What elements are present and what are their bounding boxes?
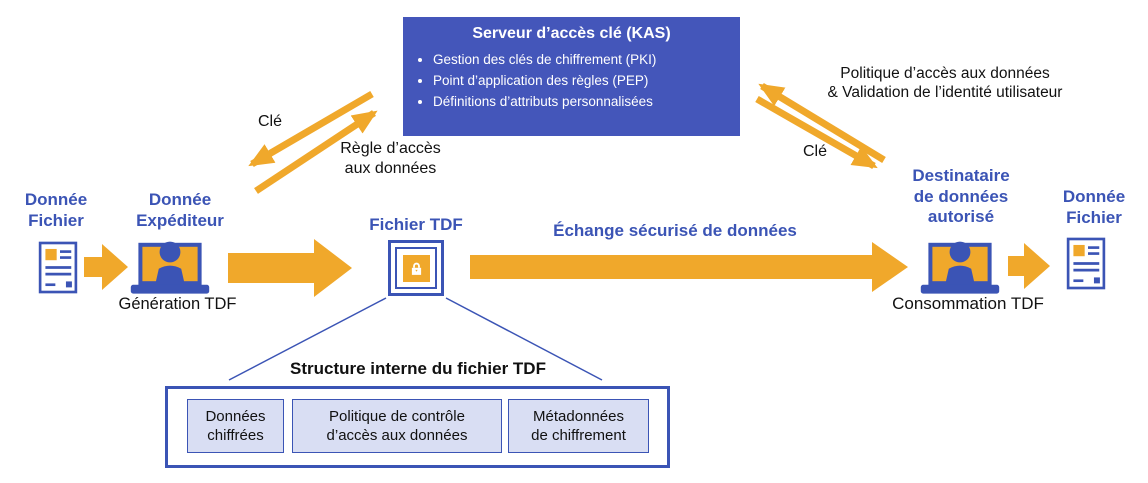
kas-bullet-list: Gestion des clés de chiffrement (PKI) Po… xyxy=(403,50,740,113)
recipient-label: Destinataire de données autorisé xyxy=(912,166,1010,227)
secure-exchange-arrow xyxy=(470,242,908,292)
kas-title: Serveur d’accès clé (KAS) xyxy=(472,25,671,42)
kas-server-box: Serveur d’accès clé (KAS) Gestion des cl… xyxy=(403,17,740,136)
policy-label: Politique d’accès aux données & Validati… xyxy=(827,65,1063,102)
access-rule-label: Règle d’accès aux données xyxy=(340,140,441,177)
generation-label: Génération TDF xyxy=(118,295,237,313)
output-file-label: Donnée Fichier xyxy=(1062,187,1126,227)
flow-arrow-recipient-to-file xyxy=(1008,243,1050,289)
exchange-label: Échange sécurisé de données xyxy=(553,221,797,240)
kas-bullet-attributes: Définitions d’attributs personnalisées xyxy=(433,92,740,113)
structure-title: Structure interne du fichier TDF xyxy=(290,359,546,378)
source-file-label: Donnée Fichier xyxy=(24,190,88,230)
consumption-label: Consommation TDF xyxy=(892,294,1044,313)
padlock-icon xyxy=(411,262,421,275)
person-at-laptop-icon xyxy=(130,241,210,294)
sender-label: Donnée Expéditeur xyxy=(136,190,224,230)
tdf-file-label: Fichier TDF xyxy=(369,215,463,234)
key-arrow-right xyxy=(755,95,878,170)
flow-arrow-sender-to-tdf xyxy=(228,239,352,297)
flow-arrow-file-to-sender xyxy=(84,244,128,290)
document-icon xyxy=(1066,237,1106,290)
tdf-file-lock-icon xyxy=(388,240,444,296)
structure-item-encryption-metadata: Métadonnées de chiffrement xyxy=(508,399,649,453)
person-at-laptop-icon xyxy=(920,241,1000,294)
key-left-label: Clé xyxy=(257,113,282,130)
key-right-label: Clé xyxy=(802,143,827,160)
document-icon xyxy=(38,241,78,294)
kas-bullet-pki: Gestion des clés de chiffrement (PKI) xyxy=(433,50,740,71)
access-rule-arrow xyxy=(254,110,378,194)
connector-line-left xyxy=(228,297,387,381)
structure-item-access-policy: Politique de contrôle d’accès aux donnée… xyxy=(292,399,502,453)
connector-line-right xyxy=(445,297,603,381)
tdf-mid-frame xyxy=(395,247,437,289)
key-arrow-left xyxy=(248,90,374,168)
kas-bullet-pep: Point d’application des règles (PEP) xyxy=(433,71,740,92)
structure-item-encrypted-data: Données chiffrées xyxy=(187,399,284,453)
tdf-inner-square xyxy=(402,254,430,282)
